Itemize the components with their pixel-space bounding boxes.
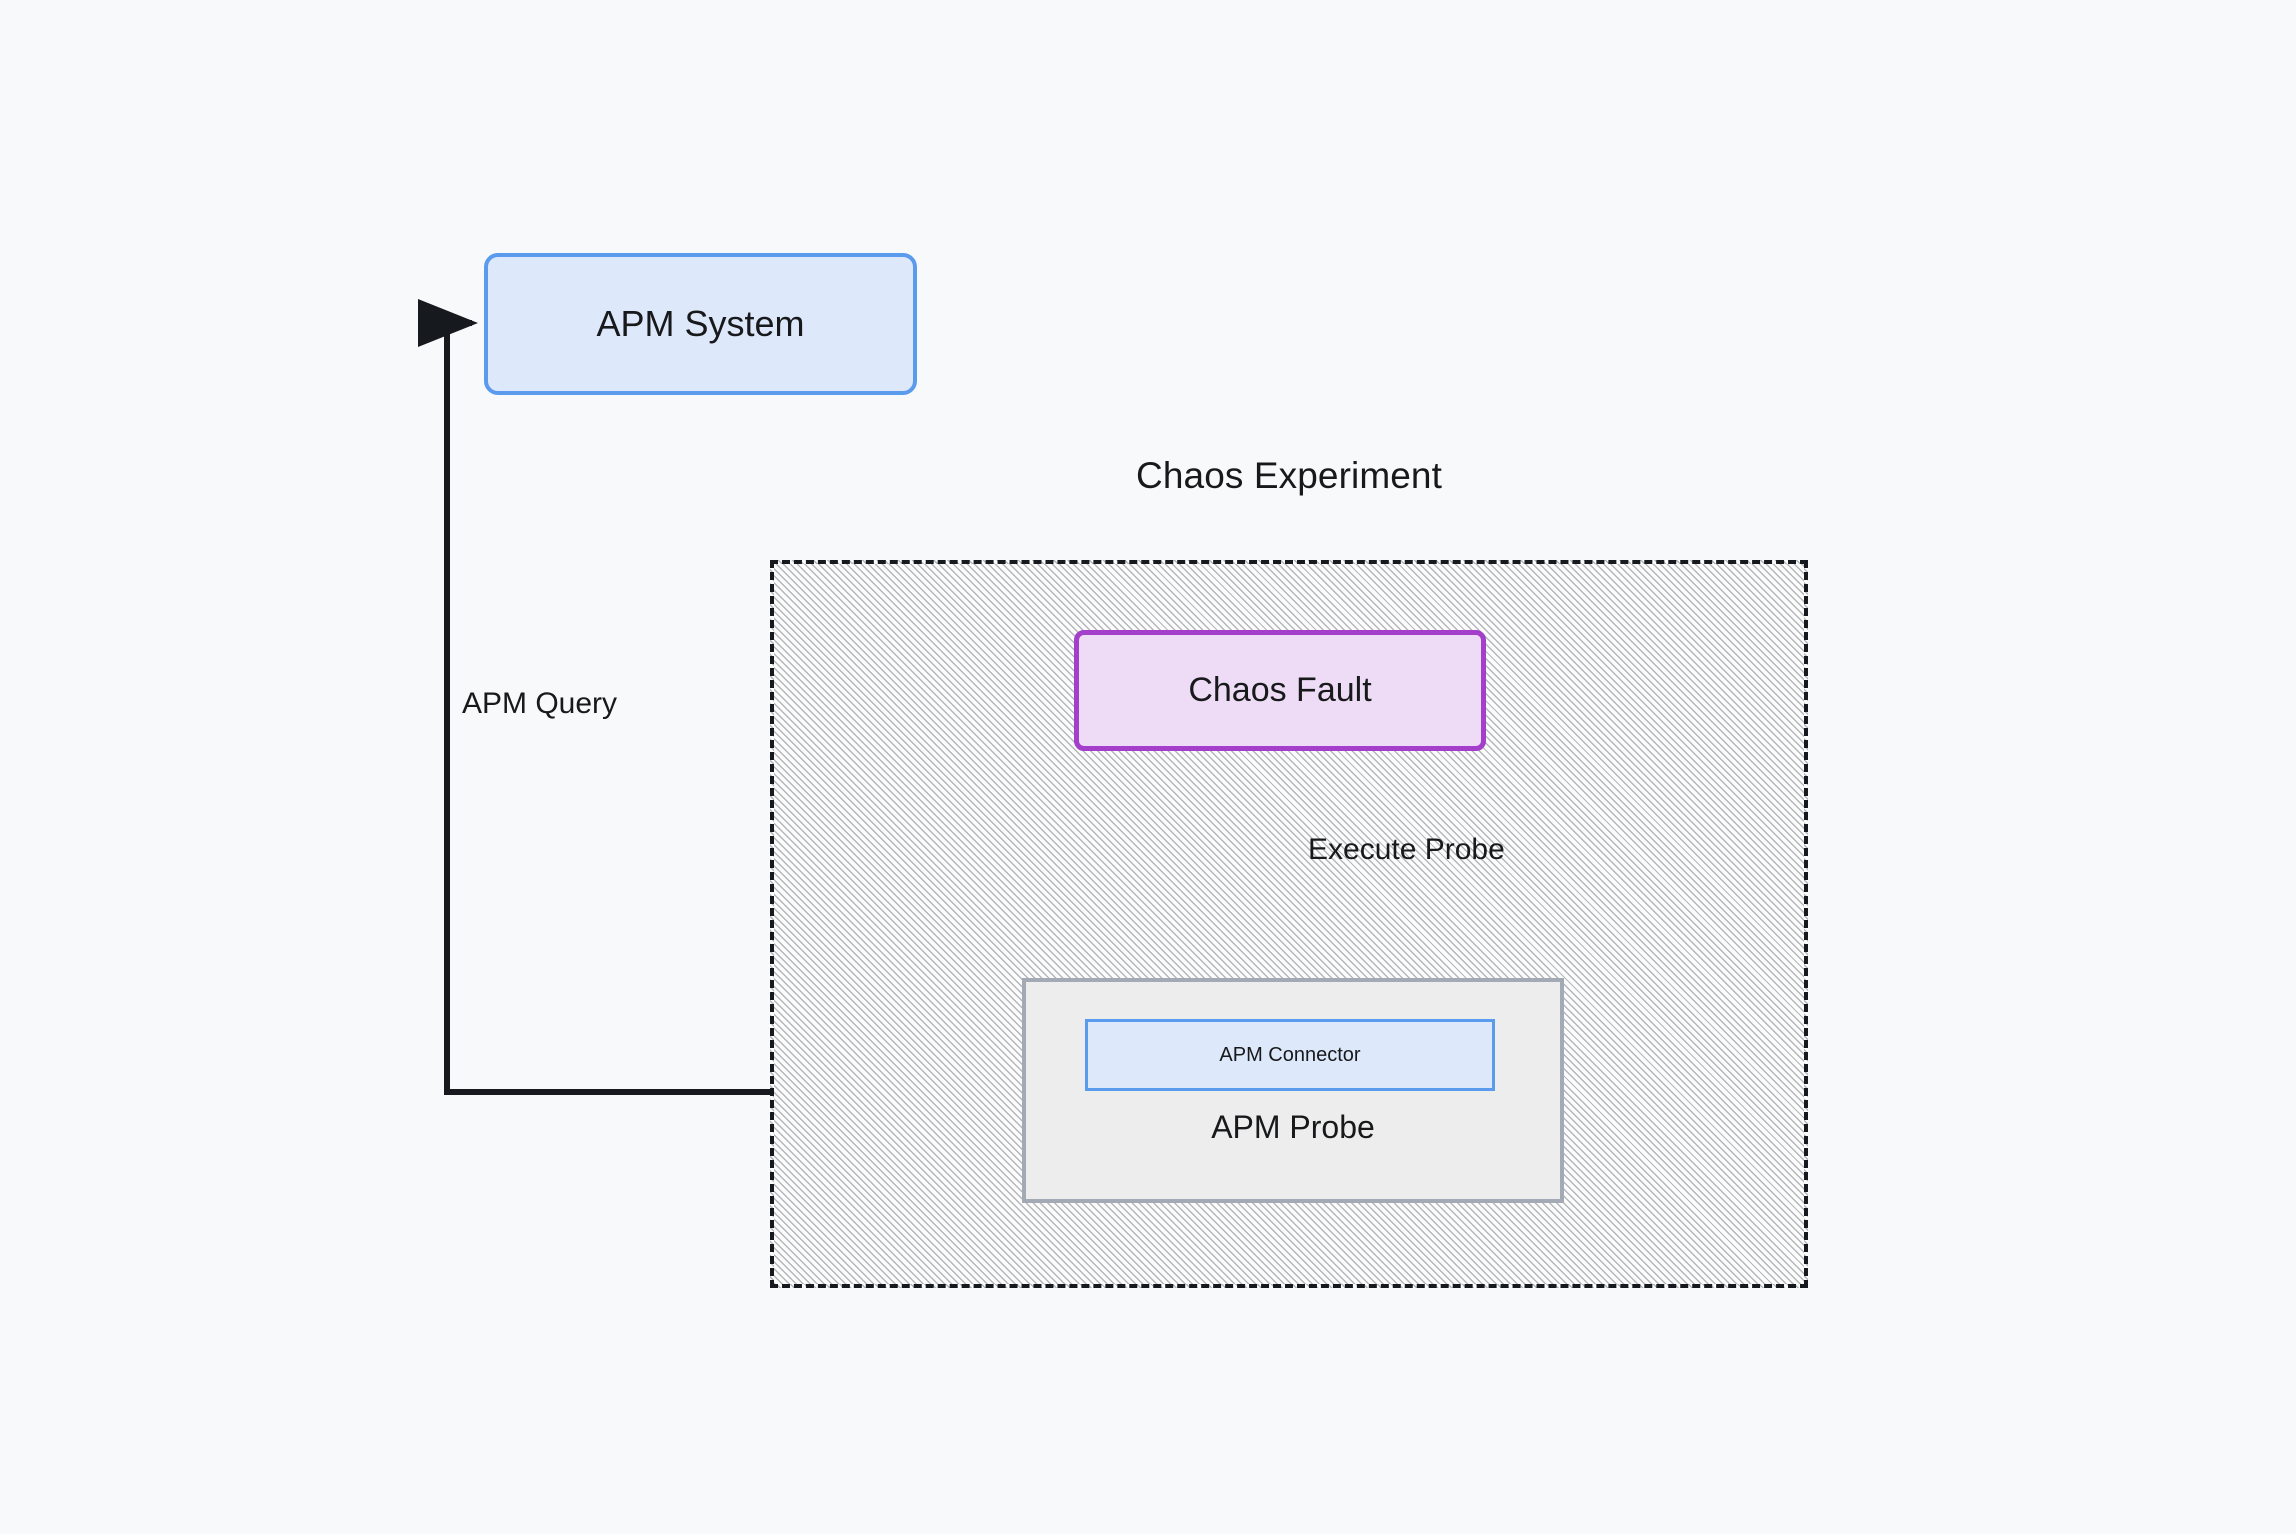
node-apm-system-label: APM System bbox=[596, 303, 805, 344]
node-apm-connector[interactable]: APM Connector bbox=[1085, 1019, 1495, 1091]
node-chaos-fault-label: Chaos Fault bbox=[1188, 671, 1372, 709]
edge-label-apm-query: APM Query bbox=[462, 687, 618, 720]
chaos-experiment-title: Chaos Experiment bbox=[1136, 455, 1442, 496]
node-apm-system[interactable]: APM System bbox=[484, 253, 917, 395]
node-apm-probe[interactable]: APM Connector APM Probe bbox=[1022, 978, 1564, 1203]
edge-label-execute-probe: Execute Probe bbox=[1308, 833, 1505, 866]
node-apm-connector-label: APM Connector bbox=[1219, 1043, 1361, 1066]
node-chaos-fault[interactable]: Chaos Fault bbox=[1074, 630, 1486, 751]
node-apm-probe-label: APM Probe bbox=[1211, 1109, 1375, 1145]
